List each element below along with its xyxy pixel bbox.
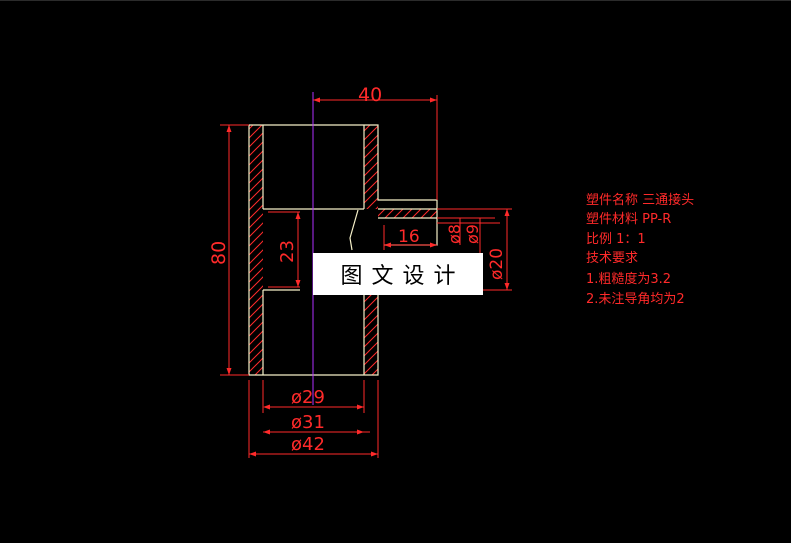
- dim-branch-length: 16: [398, 227, 420, 247]
- dim-bore-dia: ø29: [291, 387, 325, 408]
- window-top-border: [0, 0, 791, 1]
- dim-top-width: 40: [358, 84, 382, 106]
- watermark: 图文设计: [313, 253, 483, 295]
- dim-overall-height: 80: [208, 241, 230, 265]
- dim-branch-dia-b: ø9: [463, 224, 482, 244]
- dim-outer-dia: ø42: [291, 434, 325, 455]
- dimension-lines: [220, 95, 512, 458]
- note-requirement-2: 2.未注导角均为2: [586, 292, 685, 307]
- note-part-name: 塑件名称 三通接头: [586, 193, 695, 208]
- note-requirement-1: 1.粗糙度为3.2: [586, 272, 672, 287]
- dim-branch-dia-a: ø8: [445, 224, 464, 244]
- dimension-arrows: [226, 97, 510, 457]
- watermark-text: 图文设计: [340, 264, 465, 289]
- dim-mid-dia: ø31: [291, 412, 325, 433]
- dim-inner-bore-height: 23: [277, 240, 298, 263]
- note-material: 塑件材料 PP-R: [586, 212, 672, 227]
- section-hatching: [249, 125, 437, 375]
- note-scale: 比例 1：1: [586, 232, 646, 247]
- dim-branch-dia-c: ø20: [487, 248, 507, 280]
- note-requirements-title: 技术要求: [586, 251, 639, 266]
